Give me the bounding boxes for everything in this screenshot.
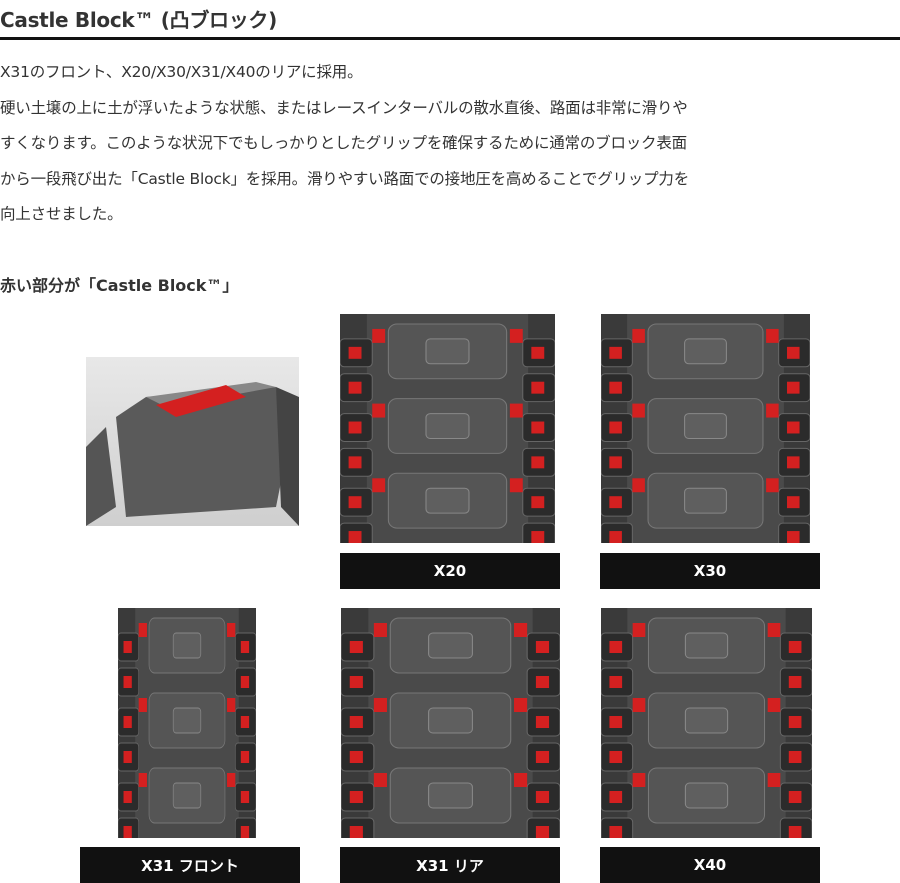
- title-divider: [0, 37, 900, 40]
- x31-rear-label: X31 リア: [340, 847, 560, 883]
- description-line: すくなります。このような状況下でもしっかりとしたグリップを確保するために通常のブ…: [0, 134, 687, 152]
- x20-label: X20: [340, 553, 560, 589]
- description-line: から一段飛び出た「Castle Block」を採用。滑りやすい路面での接地圧を高…: [0, 169, 690, 188]
- description: X31のフロント、X20/X30/X31/X40のリアに採用。 硬い土壌の上に土…: [0, 55, 900, 233]
- x20-tire-image: [340, 314, 555, 543]
- castle-block-closeup-image: [86, 357, 299, 526]
- x31-front-tire-image: [118, 608, 256, 838]
- x31-front-label: X31 フロント: [80, 847, 300, 883]
- description-line: X31のフロント、X20/X30/X31/X40のリアに採用。: [0, 63, 363, 81]
- x30-tire-image: [601, 314, 810, 543]
- x40-label: X40: [600, 847, 820, 883]
- figure-caption: 赤い部分が「Castle Block™」: [0, 276, 239, 295]
- section-title: Castle Block™ (凸ブロック): [0, 8, 277, 32]
- description-line: 向上させました。: [0, 205, 123, 223]
- x40-tire-image: [601, 608, 812, 838]
- x31-rear-tire-image: [341, 608, 560, 838]
- x30-label: X30: [600, 553, 820, 589]
- description-line: 硬い土壌の上に土が浮いたような状態、またはレースインターバルの散水直後、路面は非…: [0, 98, 688, 117]
